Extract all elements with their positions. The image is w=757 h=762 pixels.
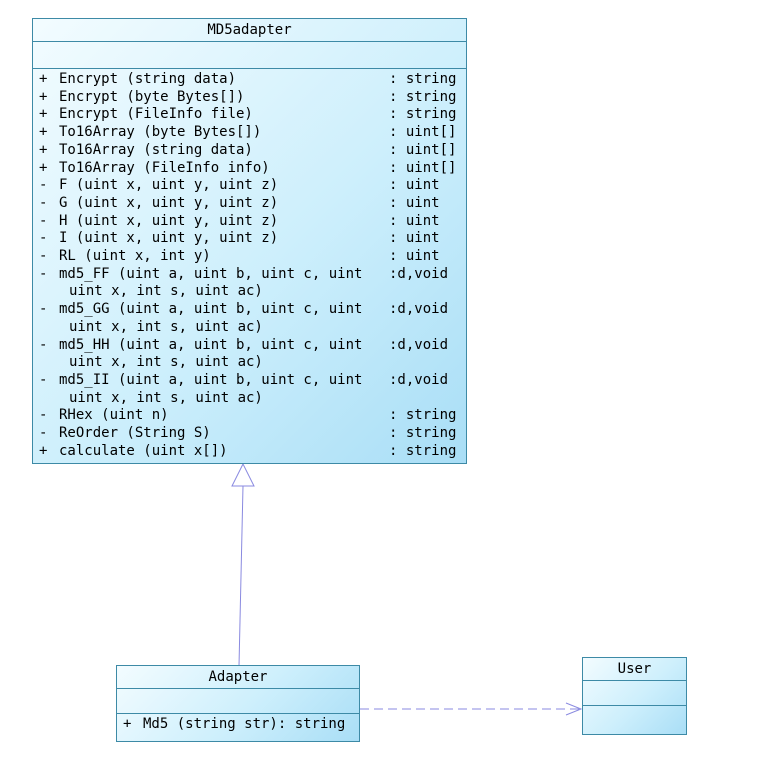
operation-continuation: uint x, int s, uint ac) <box>69 389 263 406</box>
operation-row[interactable]: -md5_II (uint a, uint b, uint c, uint :d,… <box>39 372 466 390</box>
visibility-marker: - <box>39 425 48 442</box>
operations-compartment <box>583 706 686 708</box>
visibility-marker: + <box>39 141 48 158</box>
operation-signature: md5_FF (uint a, uint b, uint c, uint <box>59 265 363 282</box>
visibility-marker: - <box>39 212 48 229</box>
operation-row[interactable]: -RHex (uint n) : string <box>39 407 466 425</box>
operation-row[interactable]: + calculate (uint x[]) : string <box>39 443 466 461</box>
visibility-marker: + <box>39 106 48 123</box>
visibility-marker: - <box>39 248 48 265</box>
visibility-marker: - <box>39 230 48 247</box>
class-adapter[interactable]: Adapter + Md5 (string str): string <box>116 665 360 742</box>
operation-signature: calculate (uint x[]) <box>59 442 228 459</box>
operation-signature: Encrypt (FileInfo file) <box>59 106 253 123</box>
operation-row[interactable]: -F (uint x, uint y, uint z) : uint <box>39 177 466 195</box>
operation-row[interactable]: -I (uint x, uint y, uint z) : uint <box>39 230 466 248</box>
operation-return-type: : uint <box>389 177 440 194</box>
operation-signature: To16Array (FileInfo info) <box>59 159 270 176</box>
class-user[interactable]: User <box>582 657 687 735</box>
operation-return-type: : string <box>389 88 457 105</box>
operation-signature: G (uint x, uint y, uint z) <box>59 194 279 211</box>
visibility-marker: - <box>39 301 48 318</box>
operation-return-type: : string <box>389 425 457 442</box>
operation-row[interactable]: -G (uint x, uint y, uint z) : uint <box>39 195 466 213</box>
operation-row[interactable]: + Md5 (string str): string <box>123 716 359 734</box>
visibility-marker: - <box>39 194 48 211</box>
operation-row[interactable]: -RL (uint x, int y) : uint <box>39 248 466 266</box>
attributes-compartment <box>33 42 466 69</box>
operation-return-type: : string <box>389 442 457 459</box>
visibility-marker: - <box>39 177 48 194</box>
operation-return-type: : string <box>389 71 457 87</box>
operation-row[interactable]: + To16Array (string data) : uint[] <box>39 142 466 160</box>
generalization-line[interactable] <box>238 485 244 667</box>
class-name: MD5adapter <box>33 19 466 42</box>
operation-signature: md5_HH (uint a, uint b, uint c, uint <box>59 336 363 353</box>
visibility-marker: + <box>123 716 132 732</box>
operation-signature: RHex (uint n) <box>59 407 169 424</box>
operations-compartment: + Md5 (string str): string <box>117 714 359 734</box>
operation-return-type: : uint[] <box>389 159 457 176</box>
operation-return-type: : string <box>389 106 457 123</box>
operation-signature: RL (uint x, int y) <box>59 248 211 265</box>
visibility-marker: - <box>39 371 48 388</box>
operation-signature: md5_II (uint a, uint b, uint c, uint <box>59 371 363 388</box>
operation-row[interactable]: -md5_HH (uint a, uint b, uint c, uint :d,… <box>39 337 466 355</box>
dependency-arrowhead[interactable] <box>565 702 583 716</box>
operation-return-type: :d,void <box>389 301 449 318</box>
operation-return-type: : uint[] <box>389 124 457 141</box>
operation-continuation: uint x, int s, uint ac) <box>69 354 263 371</box>
class-name: User <box>583 658 686 681</box>
visibility-marker: + <box>39 88 48 105</box>
operations-compartment: + Encrypt (string data) : string + Encrypt (… <box>33 69 466 460</box>
operation-signature: md5_GG (uint a, uint b, uint c, uint <box>59 301 363 318</box>
operation-signature: To16Array (string data) <box>59 141 253 158</box>
operation-continuation: uint x, int s, uint ac) <box>69 283 263 300</box>
operation-signature: ReOrder (String S) <box>59 425 211 442</box>
operation-return-type: :d,void <box>389 265 449 282</box>
operation-return-type: : uint <box>389 230 440 247</box>
operation-row[interactable]: -md5_FF (uint a, uint b, uint c, uint :d,… <box>39 266 466 284</box>
operation-return-type: : uint <box>389 248 440 265</box>
operation-return-type: : uint[] <box>389 141 457 158</box>
class-name: Adapter <box>117 666 359 689</box>
operation-row[interactable]: + Encrypt (byte Bytes[]) : string <box>39 89 466 107</box>
operation-row[interactable]: -ReOrder (String S) : string <box>39 425 466 443</box>
operation-signature: I (uint x, uint y, uint z) <box>59 230 279 247</box>
operation-signature: Md5 (string str): string <box>143 716 346 732</box>
attributes-compartment <box>117 689 359 714</box>
operation-signature: To16Array (byte Bytes[]) <box>59 124 262 141</box>
operation-signature: F (uint x, uint y, uint z) <box>59 177 279 194</box>
visibility-marker: - <box>39 336 48 353</box>
operation-return-type: : uint <box>389 194 440 211</box>
operation-return-type: :d,void <box>389 336 449 353</box>
operation-row[interactable]: + Encrypt (string data) : string <box>39 71 466 89</box>
visibility-marker: + <box>39 124 48 141</box>
operation-signature: H (uint x, uint y, uint z) <box>59 212 279 229</box>
visibility-marker: + <box>39 71 48 87</box>
visibility-marker: - <box>39 265 48 282</box>
operation-row[interactable]: -H (uint x, uint y, uint z) : uint <box>39 213 466 231</box>
visibility-marker: + <box>39 159 48 176</box>
attributes-compartment <box>583 681 686 706</box>
operation-signature: Encrypt (string data) <box>59 71 237 87</box>
operation-row[interactable]: + To16Array (FileInfo info) : uint[] <box>39 160 466 178</box>
operation-row[interactable]: -md5_GG (uint a, uint b, uint c, uint :d,… <box>39 301 466 319</box>
operation-row[interactable]: + Encrypt (FileInfo file) : string <box>39 106 466 124</box>
visibility-marker: - <box>39 407 48 424</box>
operation-signature: Encrypt (byte Bytes[]) <box>59 88 245 105</box>
operation-return-type: : string <box>389 407 457 424</box>
class-md5adapter[interactable]: MD5adapter + Encrypt (string data) : strin… <box>32 18 467 464</box>
operation-continuation: uint x, int s, uint ac) <box>69 318 263 335</box>
operation-row[interactable]: + To16Array (byte Bytes[]) : uint[] <box>39 124 466 142</box>
generalization-arrowhead[interactable] <box>231 462 255 487</box>
operation-return-type: :d,void <box>389 371 449 388</box>
operation-return-type: : uint <box>389 212 440 229</box>
visibility-marker: + <box>39 442 48 459</box>
